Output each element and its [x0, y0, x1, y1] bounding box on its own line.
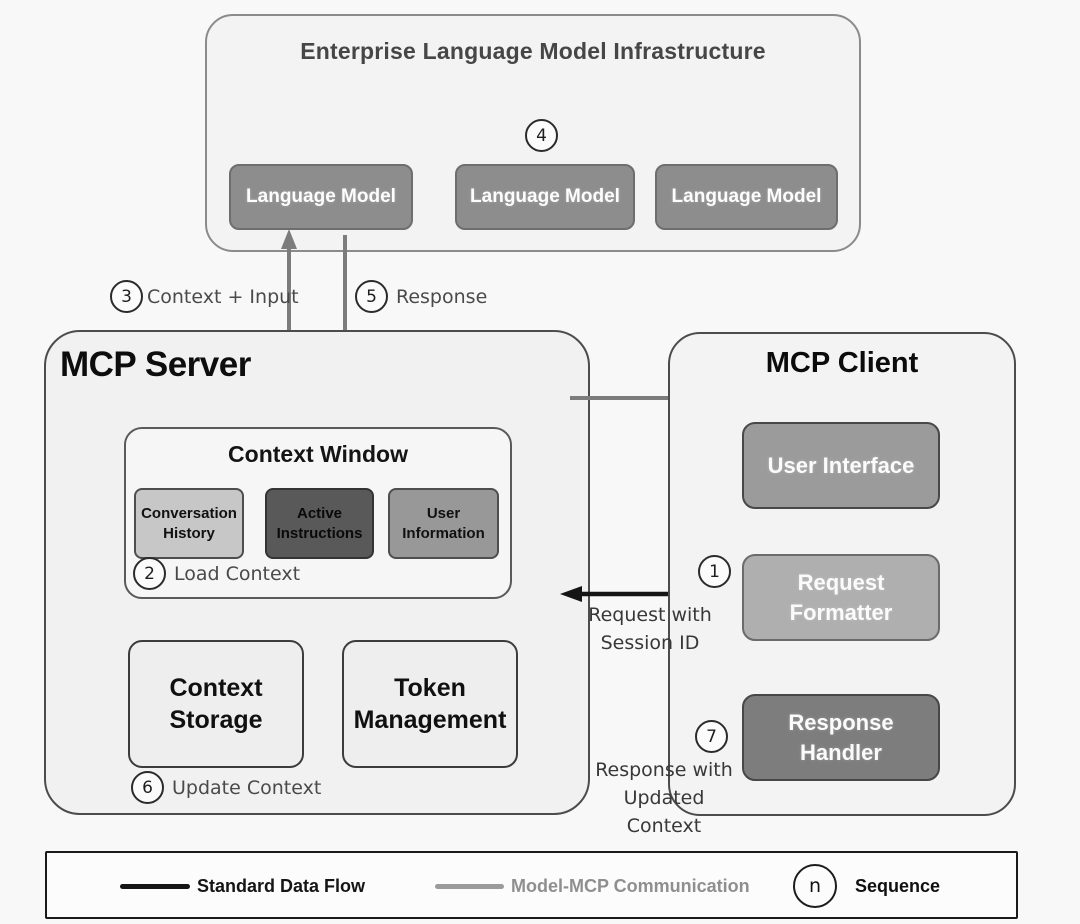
sequence-badge-6: 6 [131, 771, 164, 804]
language-model-box: Language Model [655, 164, 838, 230]
sequence-badge-4: 4 [525, 119, 558, 152]
sequence-badge-n: n [793, 864, 837, 908]
load-context-label: Load Context [174, 563, 301, 585]
sequence-badge-2: 2 [133, 557, 166, 590]
user-information-box: User Information [388, 488, 499, 559]
request-with-line: Request with [588, 604, 712, 626]
language-model-box: Language Model [455, 164, 635, 230]
sequence-label: Sequence [855, 876, 941, 896]
mcp-server-panel: MCP Server Context Window Conversation H… [44, 330, 590, 815]
request-formatter-box: Request Formatter [742, 554, 940, 641]
user-interface-box: User Interface [742, 422, 940, 509]
mcp-server-title: MCP Server [60, 345, 251, 384]
standard-data-flow-label: Standard Data Flow [197, 876, 366, 896]
standard-data-flow-line-icon [120, 884, 190, 889]
mcp-client-title: MCP Client [765, 347, 919, 379]
response-label: Response [396, 286, 488, 308]
request-with-session-id-note: Request with Session ID [583, 601, 717, 657]
enterprise-infrastructure-title: Enterprise Language Model Infrastructure [300, 38, 766, 64]
response-with-updated-context-note: Response with Updated Context [588, 756, 740, 840]
sequence-badge-3: 3 [110, 280, 143, 313]
context-window-panel: Context Window Conversation History Acti… [124, 427, 512, 599]
response-handler-box: Response Handler [742, 694, 940, 781]
model-mcp-communication-label: Model-MCP Communication [511, 876, 750, 896]
conversation-history-box: Conversation History [134, 488, 244, 559]
legend-panel: Standard Data Flow Model-MCP Communicati… [45, 851, 1018, 919]
update-context-label: Update Context [172, 777, 322, 799]
response-with-line: Response with [595, 759, 733, 781]
session-id-line: Session ID [600, 632, 700, 654]
sequence-badge-1: 1 [698, 555, 731, 588]
active-instructions-box: Active Instructions [265, 488, 374, 559]
model-mcp-communication-line-icon [435, 884, 504, 889]
sequence-badge-7: 7 [695, 720, 728, 753]
language-model-box: Language Model [229, 164, 413, 230]
context-storage-box: Context Storage [128, 640, 304, 768]
sequence-badge-5: 5 [355, 280, 388, 313]
context-input-label: Context + Input [147, 286, 299, 308]
enterprise-infrastructure-panel: Enterprise Language Model Infrastructure… [205, 14, 861, 252]
token-management-box: Token Management [342, 640, 518, 768]
updated-context-line: Updated Context [623, 787, 705, 837]
context-window-title: Context Window [228, 441, 408, 467]
